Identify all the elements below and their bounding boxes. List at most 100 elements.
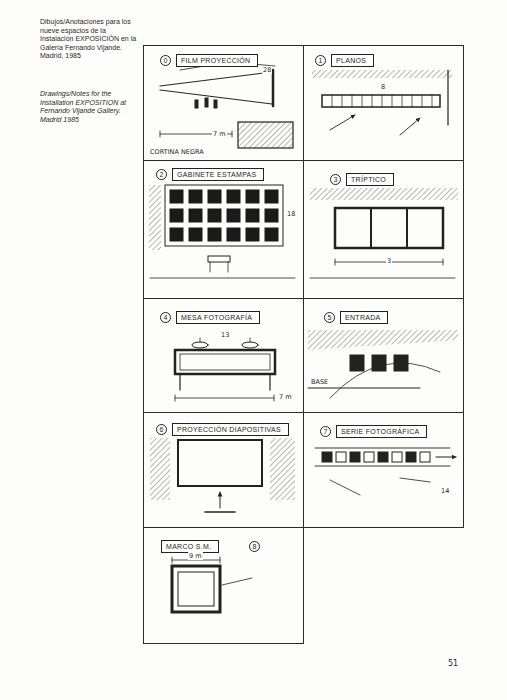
panel-number: 5 [328,314,332,321]
sketch-note: 8 [380,83,386,91]
figure-mark [195,100,198,108]
panel-number: 1 [319,57,323,64]
sketch-panel: 5 ENTRADA [303,298,464,413]
diapositivas-sketch [150,438,295,512]
number-circle: 1 [315,55,326,66]
number-circle: 5 [324,312,335,323]
floor-line [310,278,455,279]
photo-frame [378,452,388,462]
wall-hatch [308,330,458,350]
panel-number: 0 [164,57,168,64]
triptych-frame [335,208,443,248]
wall-hatch [310,188,458,200]
page-number: 51 [447,660,459,668]
serie-sketch [315,448,456,495]
photo-frame [392,452,402,462]
entrada-sketch [308,330,458,398]
number-circle: 4 [160,312,171,323]
triptico-sketch [310,188,458,278]
base-line [308,388,420,389]
sketch-note: 13 [220,331,230,339]
small-table [208,256,230,262]
leader-line [222,578,252,585]
figure-mark [214,100,217,108]
panel-number: 6 [160,426,164,433]
mesa-sketch [175,338,275,401]
number-circle: 0 [160,55,171,66]
photo-frame [406,452,416,462]
photo-frame [364,452,374,462]
heading-text: MARCO S.M. [166,543,211,550]
panel-number: 3 [334,176,338,183]
sketch-panel: 0 FILM PROYECCIÓN [143,45,304,161]
heading-text: TRÍPTICO [351,176,386,183]
photo-frame [420,452,430,462]
wall-line [447,70,448,125]
sketch-note: 18 [286,210,296,218]
sketch-note: 28 [262,66,272,74]
screen-line [272,70,275,106]
wall-hatch [270,438,295,500]
heading-box: SERIE FOTOGRÁFICA [336,425,427,438]
heading-text: PROYECCIÓN DIAPOSITIVAS [177,426,281,433]
heading-box: GABINETE ESTAMPAS [172,168,264,181]
leader-lines [330,478,430,495]
floor-line [150,278,295,279]
sketch-note: 14 [440,487,450,495]
frame-inner [178,572,214,606]
triptych-dividers [371,208,407,248]
panel-number: 4 [164,314,168,321]
room-box [238,122,293,148]
planos-sketch [312,70,452,135]
sketch-arrow [436,457,456,458]
number-circle: 6 [156,424,167,435]
lamp [192,342,208,348]
marco-sketch [172,557,252,612]
heading-text: PLANOS [336,57,366,64]
arc-line [330,363,440,398]
sketch-panel: 7 SERIE FOTOGRÁFICA [303,412,464,528]
sketch-note: 3 [386,257,392,265]
caption-english: Drawings/Notes for the Installation EXPO… [40,90,138,124]
film-projection-sketch [160,64,293,148]
number-circle: 7 [320,426,331,437]
heading-box: PLANOS [331,54,374,67]
wall-hatch [150,438,170,500]
sketch-panel: 2 GABINETE ESTAMPAS [143,160,304,299]
sketch-panel: 1 PLANOS [303,45,464,161]
table-legs [180,374,270,390]
projection-screen [178,440,262,486]
sketch-arrow [400,118,420,135]
sketch-panel: 3 TRÍPTICO [303,160,464,299]
number-circle: 2 [156,169,167,180]
panel-number: 7 [324,428,328,435]
heading-text: MESA FOTOGRAFÍA [181,314,252,321]
sketch-note: 9 m [188,552,203,560]
figure-mark [205,98,208,107]
entry-panel [372,355,386,371]
number-circle: 3 [330,174,341,185]
number-circle: 8 [249,541,260,552]
table-legs [210,262,228,272]
sketch-note: 7 m [212,130,227,138]
frame-outer [172,566,220,612]
sketch-note: BASE [310,378,329,386]
photo-frame [336,452,346,462]
heading-text: FILM PROYECCIÓN [181,57,250,64]
heading-box: ENTRADA [340,311,388,324]
entry-panel [350,355,364,371]
heading-box: TRÍPTICO [346,173,394,186]
dimension-line [160,131,232,137]
lamp [242,342,258,348]
print-grid [170,190,278,241]
heading-text: ENTRADA [345,314,381,321]
sketch-panel: 8 MARCO S.M. [143,527,304,644]
heading-box: MESA FOTOGRAFÍA [176,311,260,324]
wall-hatch [312,70,452,78]
heading-text: GABINETE ESTAMPAS [177,171,257,178]
sketch-note: CORTINA NEGRA [149,148,205,156]
sketch-arrow [330,115,355,130]
gabinete-sketch [149,185,295,278]
band-lines [315,448,450,466]
